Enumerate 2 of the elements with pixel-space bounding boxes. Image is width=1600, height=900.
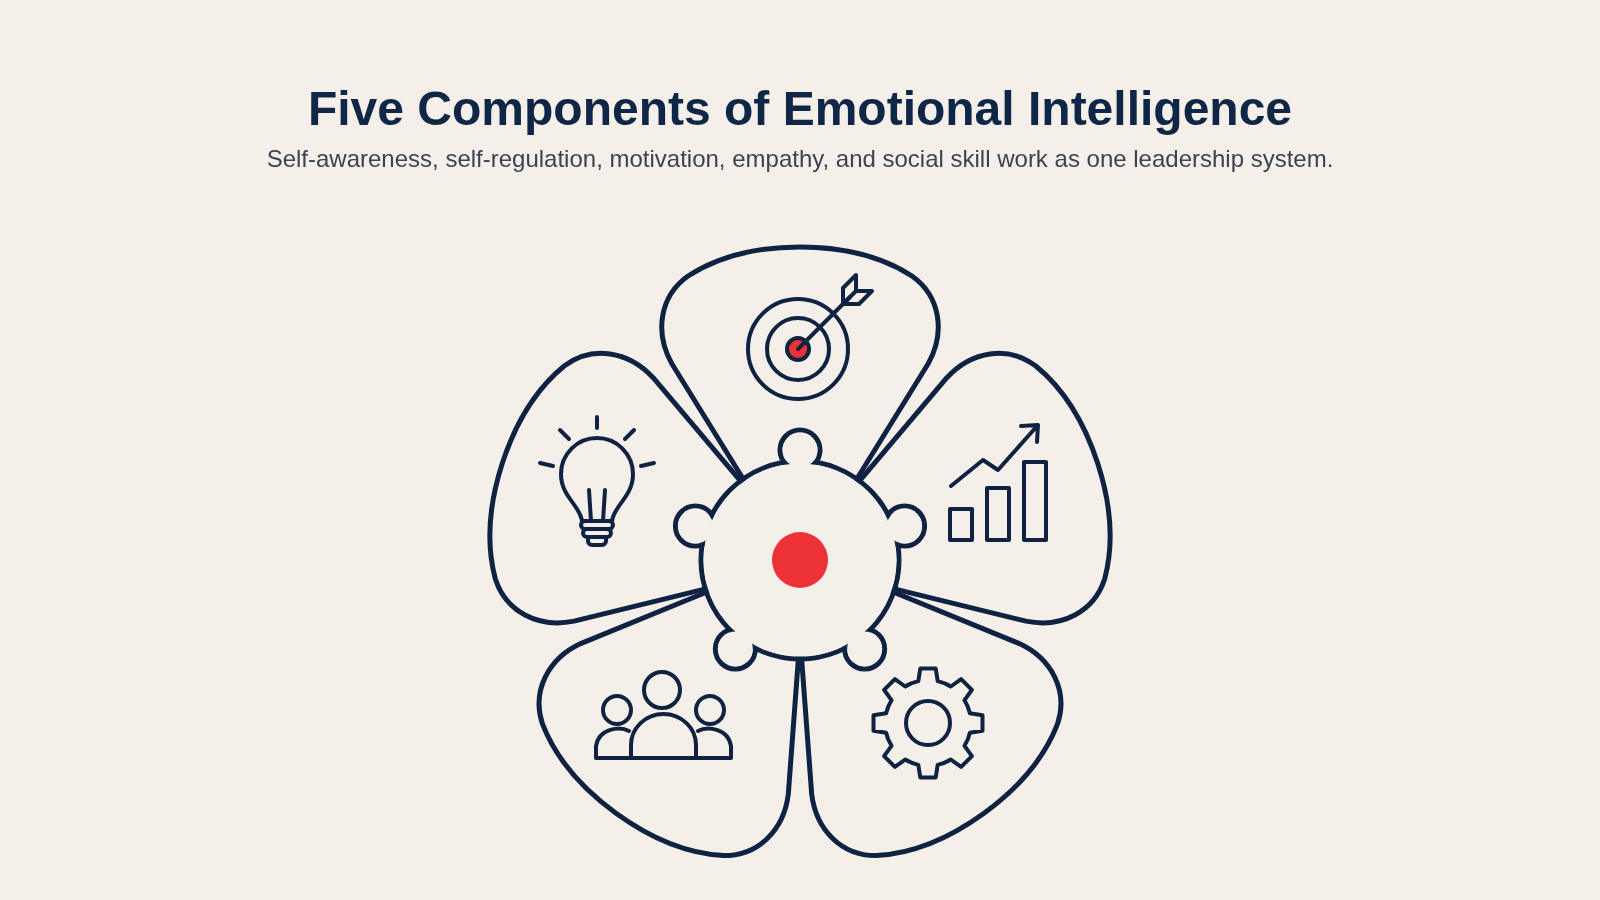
subtitle: Self-awareness, self-regulation, motivation, empathy, and social skill work as one leadership system. [266, 144, 1334, 174]
title: Five Components of Emotional Intelligence [307, 81, 1293, 137]
